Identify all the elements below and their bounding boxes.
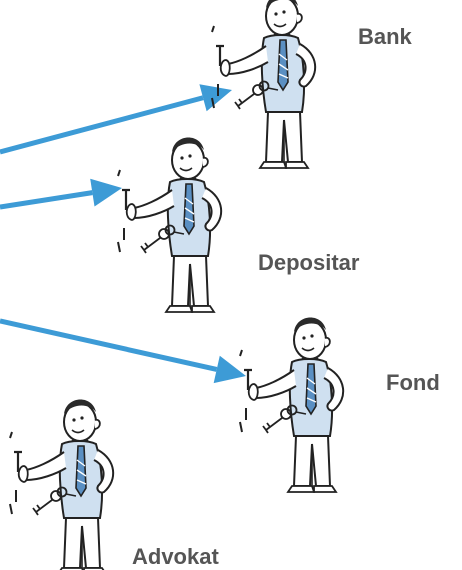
- arrow-head: [90, 178, 122, 207]
- arrow-head: [213, 355, 246, 384]
- node-label-advokat: Advokat: [132, 544, 219, 569]
- node-label-depositar: Depositar: [258, 250, 360, 275]
- person-figure-bank: [210, 0, 317, 170]
- businessman-icon: [116, 136, 223, 314]
- person-figure-fond: [238, 316, 345, 494]
- arrow-to-depositar: [0, 178, 122, 210]
- figures-layer: [8, 0, 345, 570]
- person-figure-advokat: [8, 398, 115, 570]
- arrow-to-fond: [0, 318, 246, 384]
- businessman-icon: [210, 0, 317, 170]
- arrow-to-bank: [0, 84, 232, 155]
- arrow-shaft: [0, 95, 204, 155]
- businessman-icon: [8, 398, 115, 570]
- node-label-bank: Bank: [358, 24, 412, 49]
- edges-layer: [0, 84, 246, 384]
- person-figure-depositar: [116, 136, 223, 314]
- businessman-icon: [238, 316, 345, 494]
- arrow-head: [199, 84, 232, 112]
- node-label-fond: Fond: [386, 370, 440, 395]
- arrow-shaft: [0, 318, 218, 372]
- arrow-shaft: [0, 190, 93, 210]
